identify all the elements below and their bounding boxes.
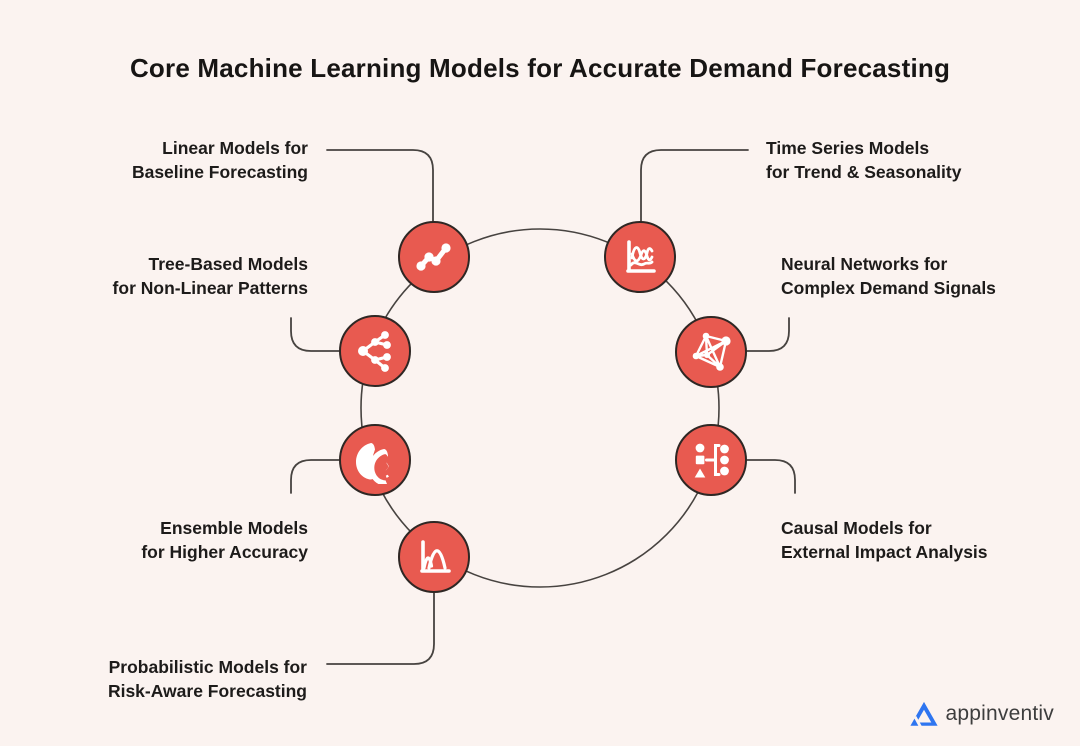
shapes-mapping-icon — [694, 443, 729, 478]
label-probabilistic-models: Probabilistic Models for Risk-Aware Fore… — [107, 657, 307, 701]
connector-causal — [746, 459, 796, 494]
label-linear-models: Linear Models for Baseline Forecasting — [131, 138, 308, 182]
node-probabilistic-models — [398, 521, 470, 593]
connector-time-series — [640, 149, 749, 223]
label-ensemble-models: Ensemble Models for Higher Accuracy — [141, 518, 308, 562]
label-causal-models: Causal Models for External Impact Analys… — [781, 518, 988, 562]
brand-name: appinventiv — [945, 702, 1054, 725]
label-neural-networks: Neural Networks for Complex Demand Signa… — [781, 254, 996, 298]
profile-faces-icon — [356, 443, 389, 484]
bell-curves-icon — [420, 540, 451, 573]
neural-network-icon — [692, 332, 731, 371]
time-series-chart-icon — [626, 240, 656, 273]
connector-tree-based — [290, 317, 340, 352]
node-tree-based-models — [339, 315, 411, 387]
appinventiv-triangle-icon — [909, 701, 938, 729]
node-time-series-models — [604, 221, 676, 293]
node-linear-models — [398, 221, 470, 293]
label-tree-based-models: Tree-Based Models for Non-Linear Pattern… — [112, 254, 308, 298]
page-title: Core Machine Learning Models for Accurat… — [129, 53, 951, 83]
label-time-series-models: Time Series Models for Trend & Seasonali… — [766, 138, 962, 182]
connector-probabilistic — [326, 592, 435, 665]
connector-neural — [746, 317, 790, 352]
trend-line-icon — [416, 243, 451, 271]
node-neural-networks — [675, 316, 747, 388]
connector-ensemble — [290, 459, 340, 494]
brand-logo: appinventiv — [909, 699, 1054, 729]
cycle-circle — [360, 228, 720, 588]
node-ensemble-models — [339, 424, 411, 496]
node-causal-models — [675, 424, 747, 496]
tree-branches-icon — [358, 331, 391, 372]
connector-linear — [326, 149, 434, 223]
